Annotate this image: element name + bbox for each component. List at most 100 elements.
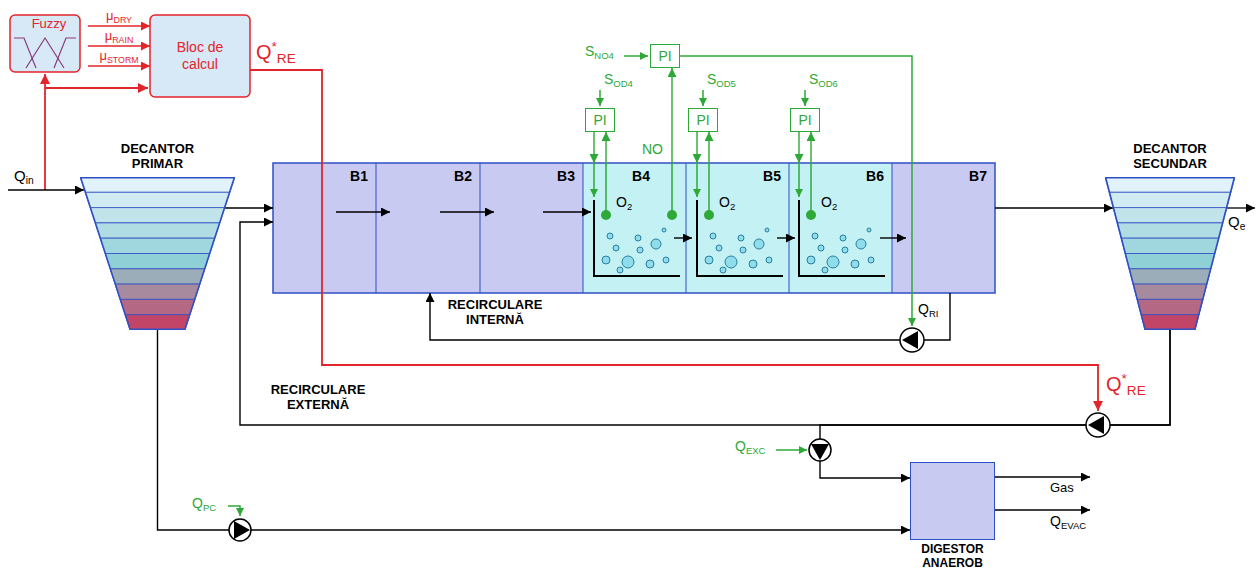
control-signal	[680, 56, 912, 326]
setpoint-arrow	[599, 90, 601, 106]
flow-connector	[674, 237, 692, 238]
clarifier-outline	[1106, 178, 1235, 330]
inflow-signal	[45, 87, 148, 89]
flow-setpoint-arrow	[228, 506, 240, 516]
anoxic-zone	[273, 163, 583, 293]
anaerobic-digester: DIGESTOR ANAEROB	[910, 462, 995, 540]
setpoint-label: SOD5	[707, 72, 736, 89]
divider	[892, 163, 893, 293]
air-bubbles	[807, 228, 874, 273]
membership-label: μRAIN	[105, 29, 134, 45]
clarifier-layer	[105, 254, 210, 269]
pumps	[229, 328, 1110, 541]
air-actuator-line	[798, 163, 800, 197]
flow-connector	[880, 237, 906, 238]
inflow-signal	[44, 74, 46, 190]
flow-connector	[88, 25, 150, 27]
membership-storm	[54, 38, 76, 68]
pump	[1086, 413, 1110, 437]
flow-connector	[336, 211, 390, 212]
flow-connector	[225, 207, 273, 208]
digester-label: DIGESTOR ANAEROB	[903, 543, 1003, 571]
calc-block	[150, 15, 250, 97]
flow-connector	[708, 132, 709, 163]
stream-label: RECIRCULARE INTERNĂ	[440, 298, 550, 328]
divider	[480, 163, 481, 293]
pump-direction	[811, 444, 829, 460]
secondary-clarifier: DECANTOR SECUNDAR	[1105, 177, 1235, 330]
air-actuator-line	[593, 163, 595, 197]
flow-setpoint-arrow	[776, 449, 807, 451]
clarifier-layer	[1141, 315, 1199, 330]
flow-connector	[430, 293, 950, 340]
membership-dry	[14, 38, 36, 68]
flow-symbol: Q*RE	[1106, 372, 1146, 399]
controller-label: PI	[798, 112, 811, 128]
clarifier-layer	[100, 238, 215, 253]
controller-label: PI	[658, 48, 671, 64]
pi-controller: PI	[688, 108, 718, 132]
sludge-out-pipe	[995, 509, 1090, 510]
controller-label: PI	[593, 112, 606, 128]
reactor-compartment: B1	[273, 163, 376, 293]
output-label: Gas	[1050, 481, 1074, 495]
flow-connector	[240, 222, 1170, 425]
reactor-outline	[273, 163, 995, 293]
clarifier-layer	[125, 315, 190, 330]
compartment-dividers	[376, 163, 892, 293]
flow-connector	[593, 132, 594, 163]
sensor-line	[810, 163, 812, 212]
membership-label: μDRY	[106, 9, 132, 25]
sensor-label: O2	[616, 195, 632, 212]
membership-label: μSTORM	[99, 49, 138, 65]
flow-symbol: QPC	[192, 496, 216, 513]
pi-controller: PI	[650, 44, 680, 68]
gas-pipe	[995, 476, 1090, 477]
basin	[799, 200, 885, 276]
oxygen-sensor	[704, 210, 714, 220]
flow-connector	[158, 330, 911, 530]
aerobic-zone	[583, 163, 892, 293]
flow-connector	[995, 207, 1113, 208]
pump-triangles	[234, 331, 1104, 539]
clarifier-outline	[81, 178, 235, 330]
clarifier-layer	[85, 192, 230, 207]
flow-connector	[696, 132, 697, 163]
compartment-label: B1	[350, 168, 368, 184]
pump-direction	[902, 331, 918, 349]
clarifier-layer	[1105, 177, 1235, 192]
clarifier-layer	[90, 208, 225, 223]
air-bubbles	[705, 228, 772, 273]
membership-rain	[26, 38, 64, 68]
nitrate-sensor	[667, 210, 677, 220]
clarifier-layer	[1109, 192, 1231, 207]
flow-connector	[440, 211, 494, 212]
air-actuator-line	[696, 163, 698, 197]
pump-direction	[234, 521, 250, 539]
reactor-compartment: B3	[480, 163, 583, 293]
sensor-dots	[601, 210, 816, 220]
sensor-label: NO	[642, 142, 663, 157]
flow-connector	[543, 211, 591, 212]
aeration-basins	[594, 200, 885, 276]
fuzzy-signals	[45, 70, 1098, 411]
clarifier-shape	[1105, 177, 1235, 330]
oxygen-sensor	[806, 210, 816, 220]
effluent-pipe	[1227, 207, 1255, 208]
clarifier-layer	[1129, 269, 1211, 284]
clarifier-layer	[1113, 208, 1227, 223]
pump	[229, 519, 251, 541]
flow-connector	[810, 132, 811, 163]
setpoint-arrow	[804, 90, 806, 106]
clarifier-layer	[1121, 238, 1219, 253]
clarifier-label: DECANTOR SECUNDAR	[1120, 142, 1220, 172]
setpoint-label: SOD4	[604, 72, 633, 89]
divider	[789, 163, 790, 293]
flow-symbol: Q*RE	[256, 40, 296, 67]
clarifier-layer	[80, 177, 235, 192]
clarifier-layer	[115, 284, 200, 299]
clarifier-layer	[120, 299, 195, 314]
compartment-label: B2	[454, 168, 472, 184]
air-bubbles	[602, 228, 669, 273]
